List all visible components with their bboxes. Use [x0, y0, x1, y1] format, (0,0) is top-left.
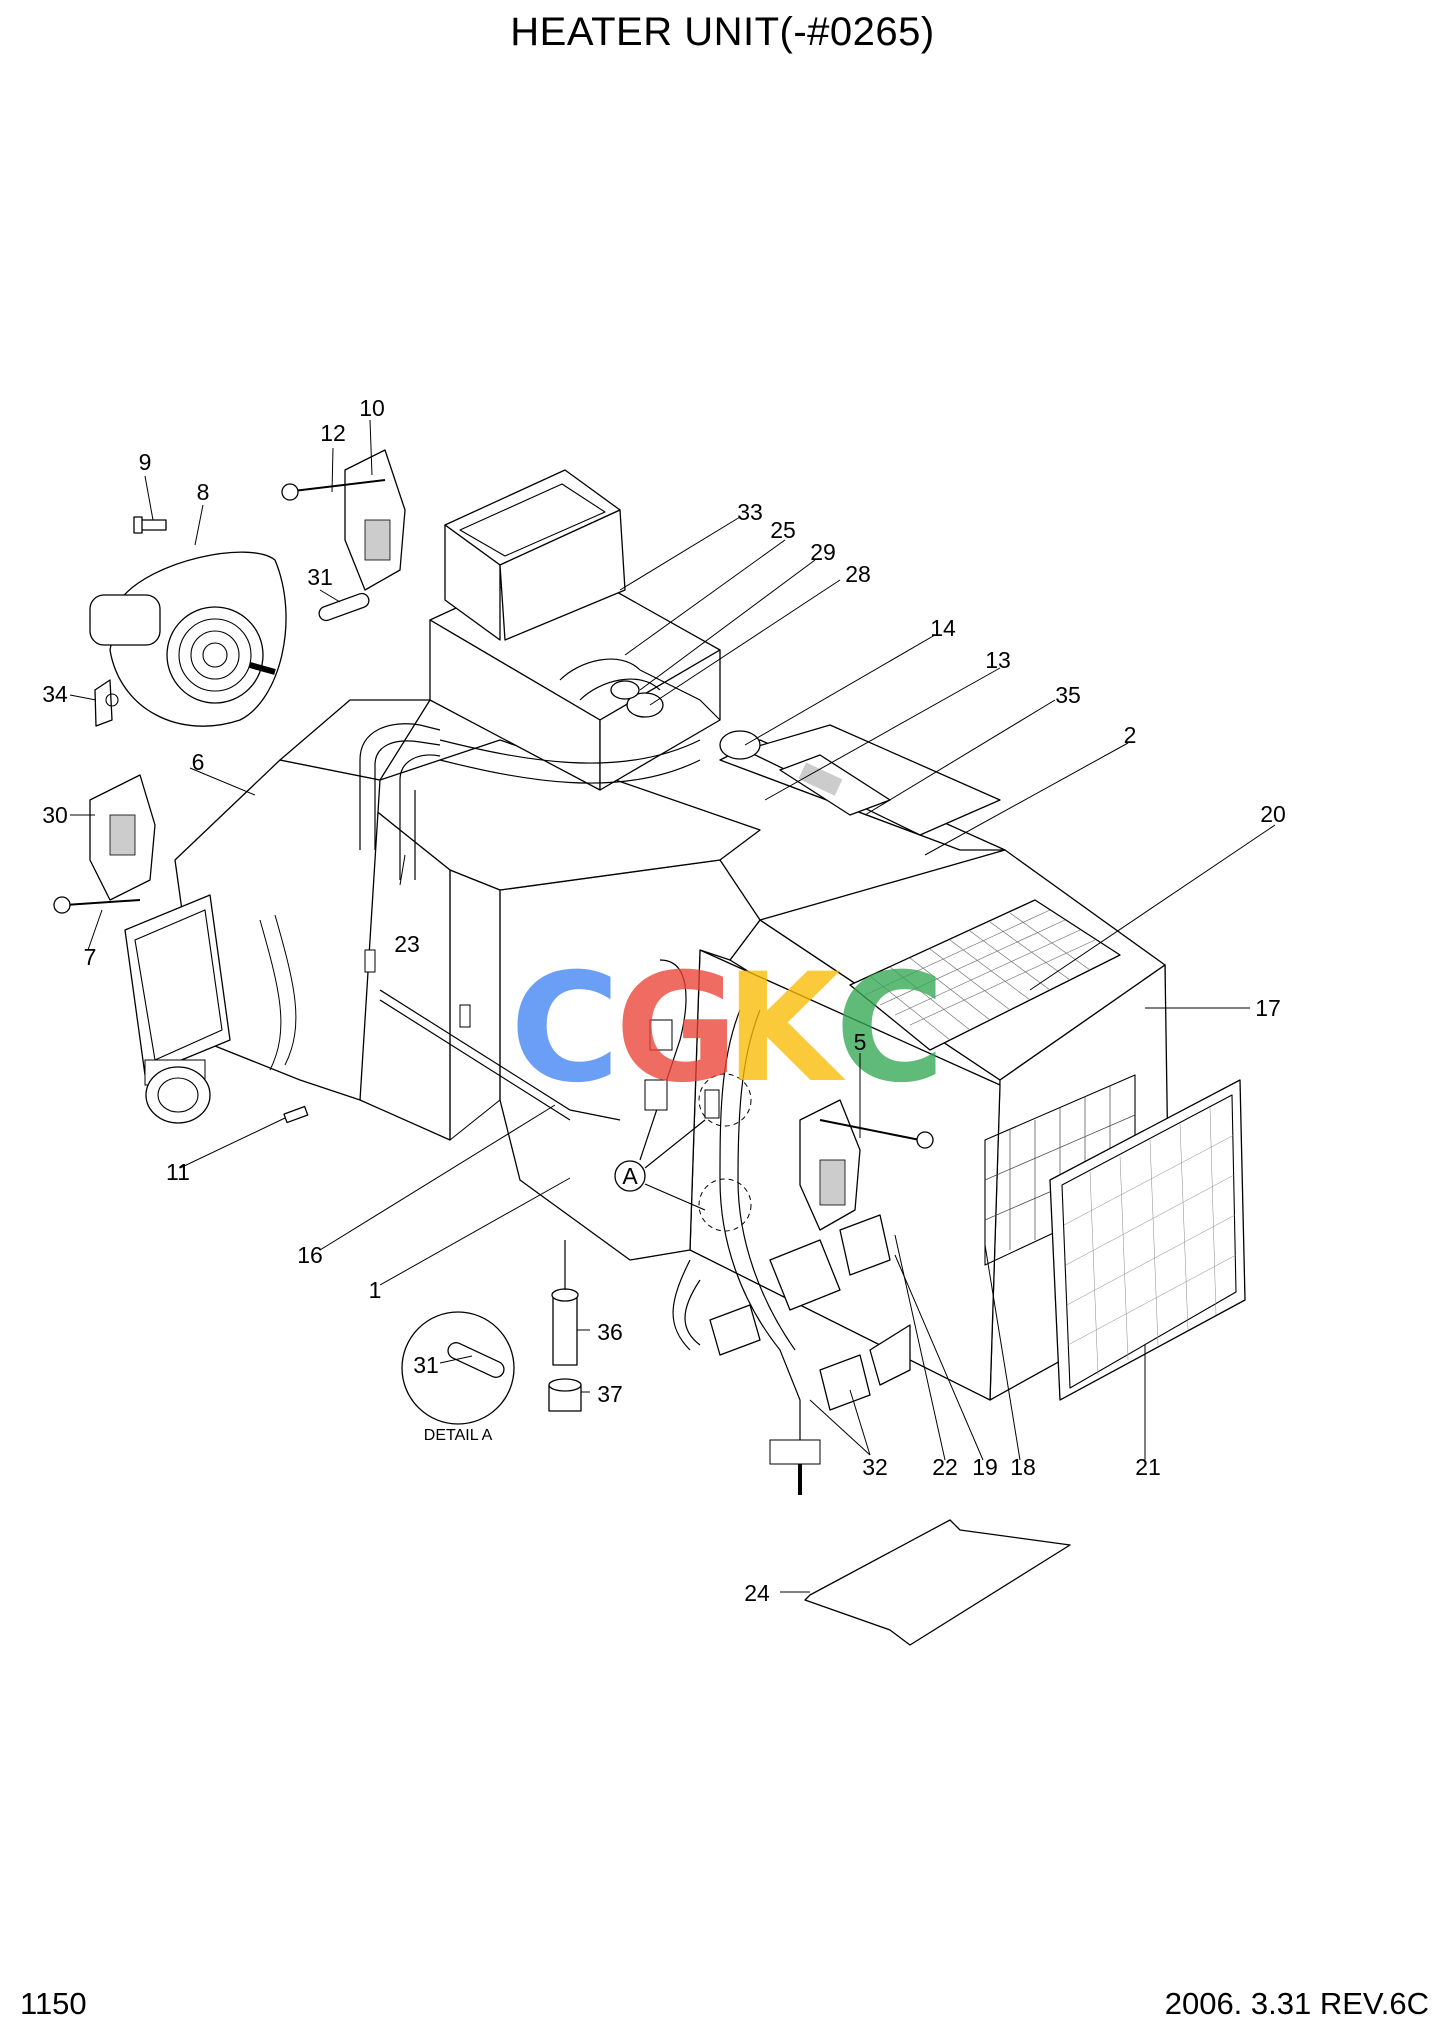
watermark: C G K C: [510, 942, 945, 1116]
callout-14: 14: [930, 615, 956, 641]
callout-11: 11: [166, 1159, 190, 1185]
loose-parts-drawing: [548, 1240, 1071, 1646]
leader-lines: [69, 419, 1276, 1593]
blower-motor-drawing: [89, 516, 287, 727]
callout-1: 1: [369, 1277, 382, 1303]
actuator-drawings: [53, 449, 934, 1231]
detail-a-inset: DETAIL A: [401, 1311, 515, 1444]
watermark-letter-1: C: [510, 942, 620, 1116]
callout-23: 23: [394, 931, 420, 957]
callout-24: 24: [744, 1580, 770, 1606]
callout-19: 19: [972, 1454, 998, 1480]
heater-pipes-drawing: [359, 658, 761, 880]
revision-date: 2006. 3.31 REV.6C: [1164, 1986, 1429, 2021]
callout-37: 37: [597, 1381, 623, 1407]
callout-13: 13: [985, 647, 1011, 673]
callout-2: 2: [1124, 722, 1137, 748]
callout-7: 7: [84, 944, 97, 970]
callout-36: 36: [597, 1319, 623, 1345]
callout-6: 6: [192, 749, 205, 775]
detail-marker: A: [614, 1119, 706, 1211]
callout-31-detail: 31: [413, 1352, 439, 1378]
callout-5: 5: [854, 1029, 867, 1055]
callout-labels: 9 8 10 12 31 34 6 30 7 11 33 25 29 28 14…: [42, 395, 1286, 1606]
callout-30: 30: [42, 802, 68, 828]
callout-12: 12: [320, 420, 346, 446]
callout-22: 22: [932, 1454, 958, 1480]
callout-25: 25: [770, 517, 796, 543]
watermark-letter-4: C: [835, 942, 945, 1116]
callout-28: 28: [845, 561, 871, 587]
callout-16: 16: [297, 1242, 323, 1268]
callout-32: 32: [862, 1454, 888, 1480]
page-title: HEATER UNIT(-#0265): [510, 10, 935, 54]
callout-9: 9: [139, 449, 152, 475]
callout-34: 34: [42, 681, 68, 707]
callout-17: 17: [1255, 995, 1281, 1021]
callout-31: 31: [307, 564, 333, 590]
callout-8: 8: [197, 479, 210, 505]
callout-18: 18: [1010, 1454, 1036, 1480]
blower-housing-drawing: [124, 699, 431, 1124]
callout-20: 20: [1260, 801, 1286, 827]
page-number: 1150: [20, 1986, 87, 2021]
callout-29: 29: [810, 539, 836, 565]
watermark-letter-3: K: [725, 942, 846, 1116]
callout-35: 35: [1055, 682, 1081, 708]
detail-label: DETAIL A: [424, 1427, 493, 1444]
callout-10: 10: [359, 395, 385, 421]
callout-21: 21: [1135, 1454, 1161, 1480]
callout-33: 33: [737, 499, 763, 525]
watermark-letter-2: G: [615, 942, 738, 1116]
detail-marker-letter: A: [622, 1163, 638, 1189]
wiring-harness-drawing: [364, 949, 911, 1495]
heater-housing-drawing: [349, 469, 1246, 1401]
